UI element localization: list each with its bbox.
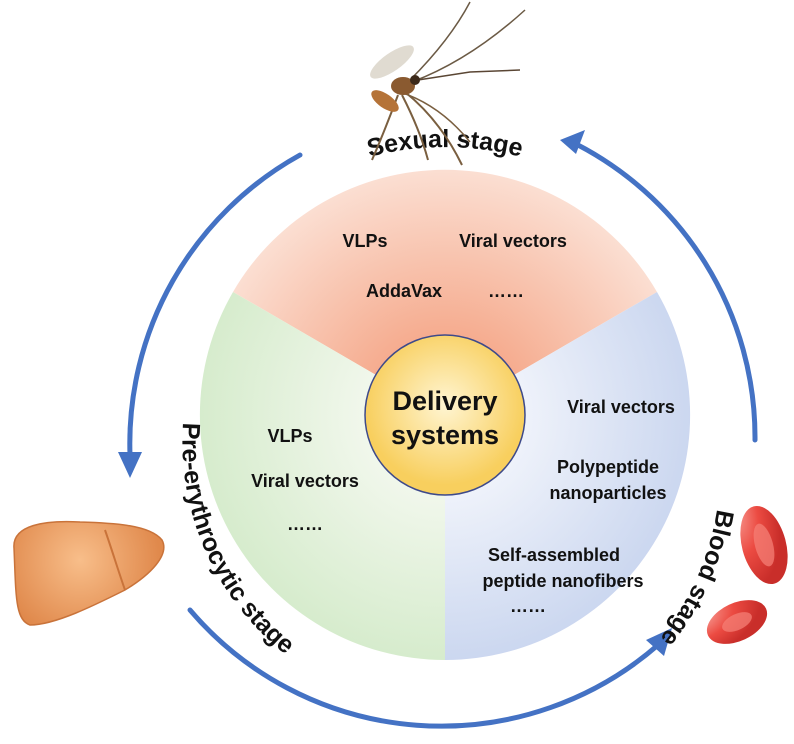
- arrowhead-sexual: [560, 130, 585, 154]
- blood-item-self-assembled: Self-assembled: [488, 545, 620, 565]
- red-blood-cell-icon-2: [706, 600, 768, 644]
- blood-item-viral-vectors: Viral vectors: [567, 397, 675, 417]
- arrowhead-blood: [646, 628, 672, 656]
- pre-item-vlps: VLPs: [267, 426, 312, 446]
- liver-icon: [13, 520, 165, 626]
- sexual-sector: [233, 169, 657, 415]
- sexual-item-vlps: VLPs: [342, 231, 387, 251]
- blood-item-ellipsis: ……: [510, 596, 546, 616]
- mosquito-icon: [370, 1, 526, 166]
- arrow-sexual-to-pre: [127, 152, 303, 458]
- center-title-line2: systems: [391, 420, 499, 450]
- sexual-stage-label: Sexual stage: [364, 125, 526, 163]
- sexual-item-ellipsis: ……: [488, 281, 524, 301]
- red-blood-cell-icon: [740, 505, 788, 585]
- arrowhead-pre: [118, 452, 142, 478]
- pre-item-ellipsis: ……: [287, 514, 323, 534]
- sexual-item-viral-vectors: Viral vectors: [459, 231, 567, 251]
- center-title-line1: Delivery: [392, 386, 497, 416]
- arrow-blood-to-sexual: [565, 137, 758, 443]
- blood-item-peptide-nanofibers: peptide nanofibers: [482, 571, 643, 591]
- blood-item-nanoparticles: nanoparticles: [549, 483, 666, 503]
- cycle-arrows: [127, 137, 758, 729]
- blood-item-polypeptide: Polypeptide: [557, 457, 659, 477]
- pre-item-viral-vectors: Viral vectors: [251, 471, 359, 491]
- arrow-pre-to-blood: [187, 607, 661, 729]
- sexual-item-addavax: AddaVax: [366, 281, 442, 301]
- center-circle: [364, 334, 526, 496]
